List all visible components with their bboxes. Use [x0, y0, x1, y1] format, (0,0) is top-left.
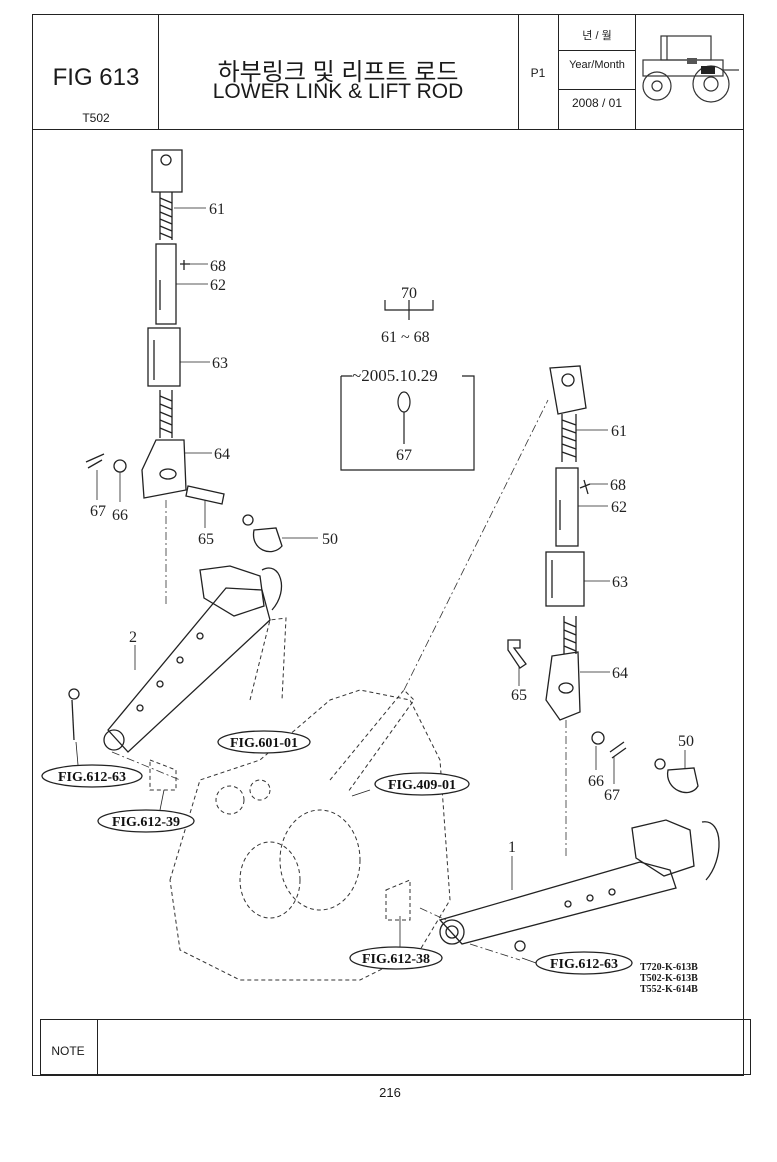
- callout-68-left: 68: [210, 258, 226, 275]
- ref-oval-3: [217, 730, 311, 754]
- note-row: [40, 1019, 751, 1075]
- callout-64-right: 64: [612, 665, 628, 682]
- kit-date: ~2005.10.29: [352, 366, 438, 385]
- callout-66-left: 66: [112, 507, 128, 524]
- title-korean: 하부링크 및 리프트 로드: [217, 59, 459, 86]
- kit-ring-part: 67: [396, 447, 412, 464]
- tractor-icon: [642, 35, 739, 103]
- page-frame: [32, 14, 744, 1076]
- title-english: LOWER LINK & LIFT ROD: [212, 80, 464, 103]
- ref-fig-409-01: FIG.409-01: [388, 778, 456, 793]
- ref-fig-612-63-right: FIG.612-63: [550, 957, 618, 972]
- center-lines: [111, 399, 567, 961]
- callout-63-left: 63: [212, 355, 228, 372]
- callout-63-right: 63: [612, 574, 628, 591]
- left-callouts: 61 68 62 63 64 67 66 65 50 2: [90, 201, 338, 646]
- year-month-label: Year/Month: [569, 59, 625, 71]
- kit-number: 70: [401, 285, 417, 302]
- callout-62-right: 62: [611, 499, 627, 516]
- callout-65-left: 65: [198, 531, 214, 548]
- kit-callouts: 70 61 ~ 68 ~2005.10.29 67: [352, 285, 438, 464]
- callout-1: 1: [508, 839, 516, 856]
- ref-fig-612-63-left: FIG.612-63: [58, 770, 126, 785]
- callout-50-left: 50: [322, 531, 338, 548]
- callout-67-right: 67: [604, 787, 620, 804]
- header-divider: [32, 129, 744, 130]
- ref-oval-1: [41, 764, 143, 788]
- header: [32, 14, 744, 130]
- left-lift-rod-assembly: [68, 149, 283, 753]
- callout-61-right: 61: [611, 423, 627, 440]
- callout-61-left: 61: [209, 201, 225, 218]
- reference-leaders: [75, 741, 537, 964]
- page-code: P1: [530, 66, 546, 80]
- ref-fig-601-01: FIG.601-01: [230, 736, 298, 751]
- page-number: 216: [379, 1085, 401, 1100]
- fig-label: FIG 613: [52, 64, 140, 91]
- right-callouts: 61 68 62 63 64 65 66 67 50 1: [508, 423, 694, 856]
- ref-fig-612-38: FIG.612-38: [362, 952, 430, 967]
- callout-67-left: 67: [90, 503, 106, 520]
- kit-range: 61 ~ 68: [381, 329, 430, 346]
- year-month-value: 2008 / 01: [571, 96, 623, 110]
- drawing-code: T552-K-614B: [640, 984, 698, 995]
- callout-65-right: 65: [511, 687, 527, 704]
- kit-box: [340, 300, 475, 471]
- drawing-code: T720-K-613B: [640, 962, 698, 973]
- transmission-housing-outline: [149, 617, 451, 981]
- callout-50-right: 50: [678, 733, 694, 750]
- ref-oval-2: [97, 809, 195, 833]
- callout-leaders: [96, 207, 686, 890]
- ref-oval-4: [374, 772, 470, 796]
- year-month-korean: 년 / 월: [582, 30, 612, 42]
- reference-labels: FIG.612-63 FIG.612-39 FIG.601-01 FIG.409…: [41, 730, 633, 975]
- ref-oval-5: [349, 946, 443, 970]
- callout-68-right: 68: [610, 477, 626, 494]
- note-label: NOTE: [51, 1044, 85, 1058]
- callout-62-left: 62: [210, 277, 226, 294]
- callout-64-left: 64: [214, 446, 230, 463]
- callout-2: 2: [129, 629, 137, 646]
- drawing-code: T502-K-613B: [640, 973, 698, 984]
- ref-fig-612-39: FIG.612-39: [112, 815, 180, 830]
- right-lift-rod-assembly: [438, 365, 720, 952]
- model-label: T502: [82, 111, 110, 125]
- drawing-codes: T720-K-613B T502-K-613B T552-K-614B: [640, 962, 740, 995]
- callout-66-right: 66: [588, 773, 604, 790]
